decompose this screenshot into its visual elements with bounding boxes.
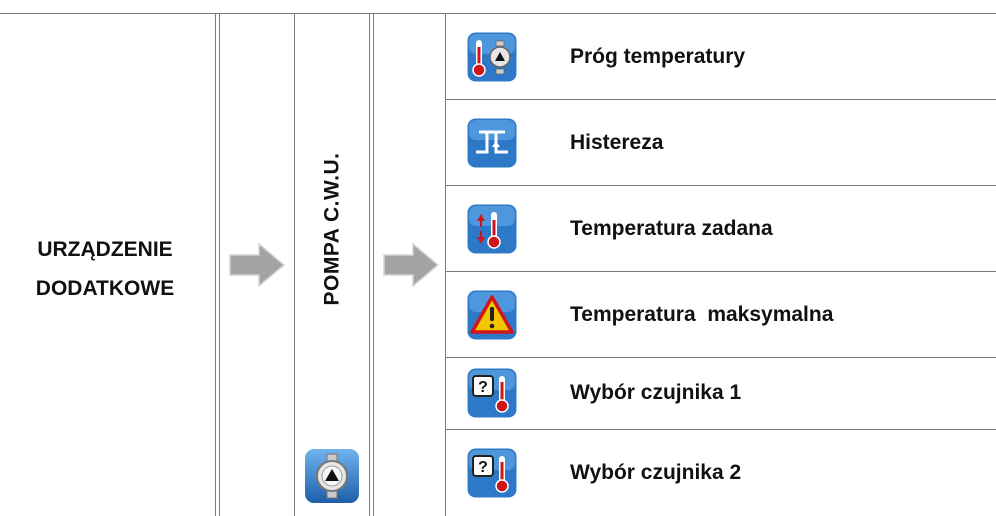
menu-row-sensor-2[interactable]: ? Wybór czujnika 2 <box>446 430 996 516</box>
menu-row-hysteresis[interactable]: Histereza <box>446 100 996 186</box>
row-divider <box>446 99 996 100</box>
column-divider <box>294 13 295 516</box>
thermometer-pump-icon <box>467 32 517 82</box>
menu-row-threshold[interactable]: Próg temperatury <box>446 14 996 100</box>
menu-row-max-temperature[interactable]: Temperatura maksymalna <box>446 272 996 358</box>
device-label-line2: DODATKOWE <box>35 277 175 300</box>
device-label-line1: URZĄDZENIE <box>37 238 173 261</box>
svg-text:?: ? <box>478 379 488 396</box>
table-top-border <box>0 13 996 14</box>
row-divider <box>446 185 996 186</box>
option-label: Wybór czujnika 2 <box>570 461 742 484</box>
hysteresis-icon <box>467 118 517 168</box>
option-label: Histereza <box>570 131 664 154</box>
right-arrow-icon <box>383 243 439 287</box>
column-divider <box>445 13 446 516</box>
submenu-label: POMPA C.W.U. <box>298 14 366 444</box>
column-divider <box>219 13 220 516</box>
sensor-select-icon: ? <box>467 448 517 498</box>
column-divider <box>373 13 374 516</box>
device-category-label: URZĄDZENIE DODATKOWE <box>0 230 210 308</box>
option-label: Wybór czujnika 1 <box>570 381 742 404</box>
option-label: Temperatura maksymalna <box>570 303 834 326</box>
warning-icon <box>467 290 517 340</box>
set-temperature-icon <box>467 204 517 254</box>
right-arrow-icon <box>229 243 285 287</box>
option-label: Próg temperatury <box>570 45 746 68</box>
row-divider <box>446 429 996 430</box>
menu-row-sensor-1[interactable]: ? Wybór czujnika 1 <box>446 350 996 436</box>
submenu-label-text: POMPA C.W.U. <box>320 152 343 306</box>
menu-row-set-temperature[interactable]: Temperatura zadana <box>446 186 996 272</box>
row-divider <box>446 357 996 358</box>
option-label: Temperatura zadana <box>570 217 773 240</box>
pump-icon <box>305 449 359 503</box>
sensor-select-icon: ? <box>467 368 517 418</box>
column-divider <box>215 13 216 516</box>
svg-text:?: ? <box>478 459 488 476</box>
row-divider <box>446 271 996 272</box>
column-divider <box>369 13 370 516</box>
